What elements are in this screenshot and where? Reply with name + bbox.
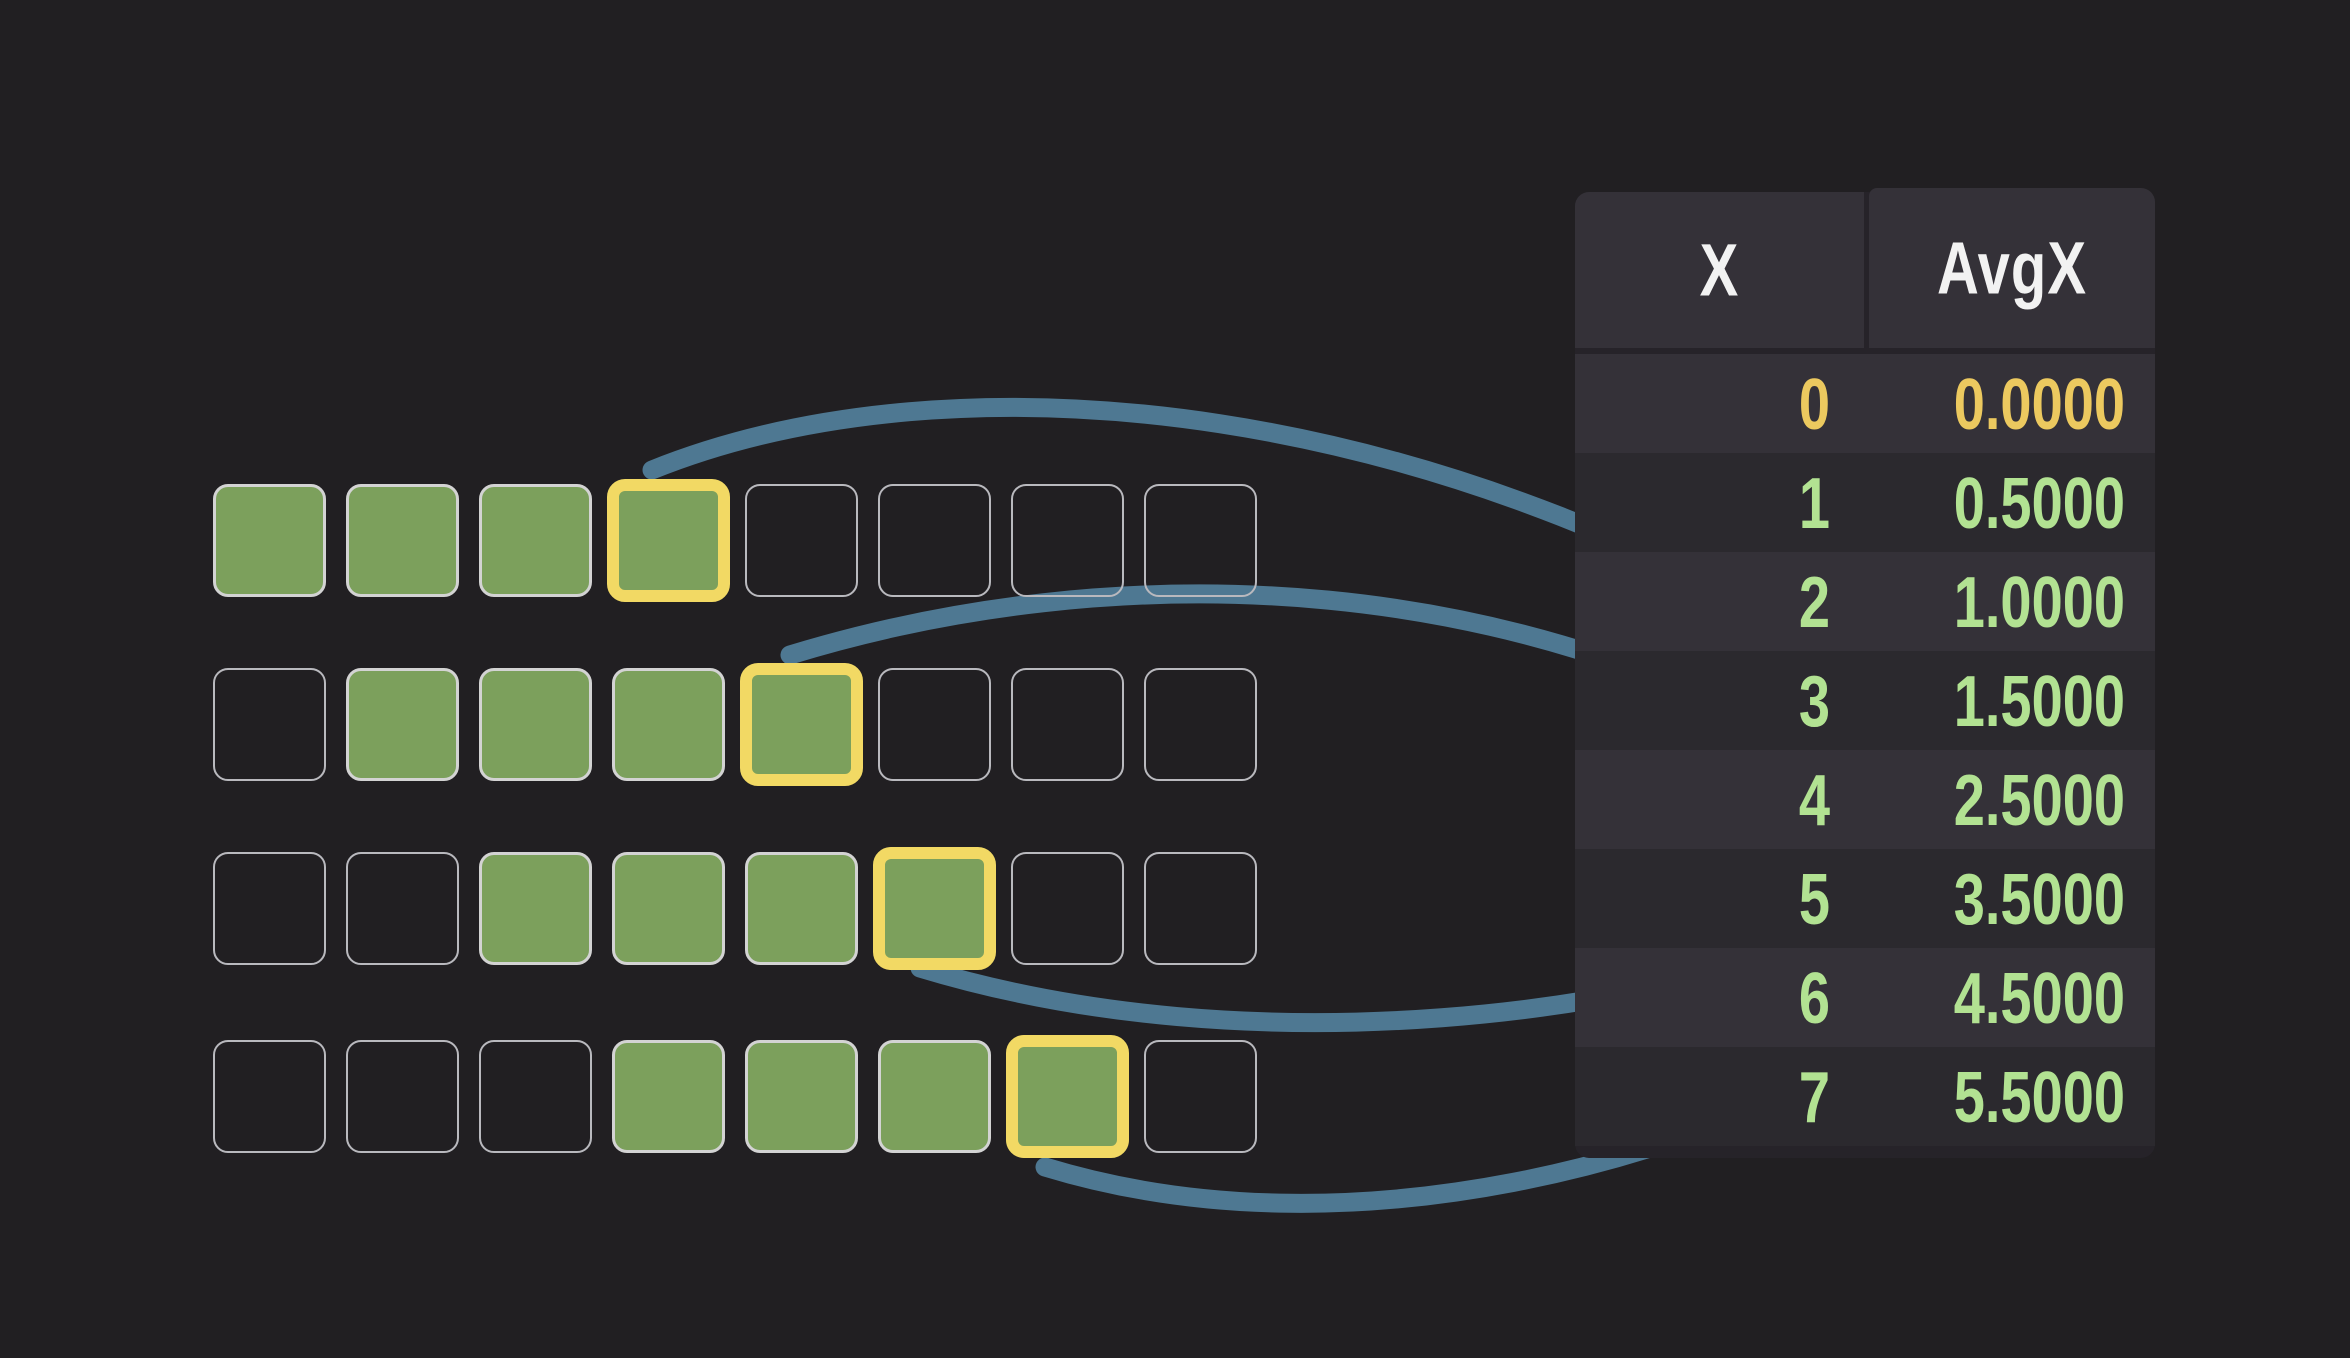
header-x-label: X xyxy=(1699,228,1740,312)
x-value: 7 xyxy=(1798,1055,1830,1138)
grid-cell-row3-col4-filled xyxy=(745,1040,858,1153)
x-value: 0 xyxy=(1798,362,1830,445)
avgx-value: 2.5000 xyxy=(1953,758,2125,841)
avgx-value: 5.5000 xyxy=(1953,1055,2125,1138)
table-row-x4: 4 2.5000 xyxy=(1575,750,2155,849)
cell-x-6: 6 xyxy=(1575,948,1864,1047)
x-value: 3 xyxy=(1798,659,1830,742)
avgx-value: 0.0000 xyxy=(1953,362,2125,445)
x-value: 6 xyxy=(1798,956,1830,1039)
grid-cell-row1-col7-empty xyxy=(1144,668,1257,781)
grid-cell-row0-col5-empty xyxy=(878,484,991,597)
cell-x-5: 5 xyxy=(1575,849,1864,948)
cell-x-1: 1 xyxy=(1575,453,1864,552)
grid-cell-row0-col1-filled xyxy=(346,484,459,597)
cell-avgx-5: 3.5000 xyxy=(1864,849,2155,948)
x-value: 5 xyxy=(1798,857,1830,940)
grid-cell-row1-col6-empty xyxy=(1011,668,1124,781)
cell-avgx-6: 4.5000 xyxy=(1864,948,2155,1047)
cell-x-4: 4 xyxy=(1575,750,1864,849)
cell-x-3: 3 xyxy=(1575,651,1864,750)
avgx-value: 0.5000 xyxy=(1953,461,2125,544)
grid-cell-row2-col3-filled xyxy=(612,852,725,965)
table-row-x6: 6 4.5000 xyxy=(1575,948,2155,1047)
grid-cell-row2-col2-filled xyxy=(479,852,592,965)
table-row-x0: 0 0.0000 xyxy=(1575,354,2155,453)
table-row-x2: 2 1.0000 xyxy=(1575,552,2155,651)
grid-cell-row1-col4-highlighted xyxy=(740,663,863,786)
cell-avgx-0: 0.0000 xyxy=(1864,354,2155,453)
grid-cell-row1-col5-empty xyxy=(878,668,991,781)
x-value: 2 xyxy=(1798,560,1830,643)
table-body: 0 0.0000 1 0.5000 2 1.0000 3 1.5000 4 2.5000 5 3.50… xyxy=(1575,354,2155,1146)
grid-cell-row3-col7-empty xyxy=(1144,1040,1257,1153)
cell-avgx-7: 5.5000 xyxy=(1864,1047,2155,1146)
cell-avgx-3: 1.5000 xyxy=(1864,651,2155,750)
cell-avgx-4: 2.5000 xyxy=(1864,750,2155,849)
header-avgx-label: AvgX xyxy=(1936,226,2088,310)
table-header-avgx: AvgX xyxy=(1869,188,2155,348)
grid-cell-row3-col2-empty xyxy=(479,1040,592,1153)
grid-cell-row2-col1-empty xyxy=(346,852,459,965)
table-row-x5: 5 3.5000 xyxy=(1575,849,2155,948)
grid-cell-row2-col0-empty xyxy=(213,852,326,965)
grid-cell-row0-col2-filled xyxy=(479,484,592,597)
avgx-value: 1.5000 xyxy=(1953,659,2125,742)
cell-x-2: 2 xyxy=(1575,552,1864,651)
avg-table-panel: X AvgX 0 0.0000 1 0.5000 2 1.0000 3 1.5000 4 2.50… xyxy=(1575,188,2155,1158)
table-header-x: X xyxy=(1575,192,1864,348)
grid-cell-row2-col4-filled xyxy=(745,852,858,965)
table-header-row: X AvgX xyxy=(1575,188,2155,348)
avgx-value: 3.5000 xyxy=(1953,857,2125,940)
grid-cell-row0-col6-empty xyxy=(1011,484,1124,597)
grid-cell-row1-col2-filled xyxy=(479,668,592,781)
grid-cell-row3-col1-empty xyxy=(346,1040,459,1153)
table-row-x7: 7 5.5000 xyxy=(1575,1047,2155,1146)
table-row-x1: 1 0.5000 xyxy=(1575,453,2155,552)
grid-cell-row3-col3-filled xyxy=(612,1040,725,1153)
cell-x-0: 0 xyxy=(1575,354,1864,453)
grid-cell-row0-col7-empty xyxy=(1144,484,1257,597)
x-value: 1 xyxy=(1798,461,1830,544)
x-value: 4 xyxy=(1798,758,1830,841)
cell-x-7: 7 xyxy=(1575,1047,1864,1146)
grid-cell-row2-col5-highlighted xyxy=(873,847,996,970)
grid-cell-row1-col1-filled xyxy=(346,668,459,781)
grid-cell-row3-col6-highlighted xyxy=(1006,1035,1129,1158)
grid-cell-row3-col0-empty xyxy=(213,1040,326,1153)
grid-cell-row0-col4-empty xyxy=(745,484,858,597)
grid-cell-row1-col3-filled xyxy=(612,668,725,781)
grid-cell-row0-col3-highlighted xyxy=(607,479,730,602)
avgx-value: 1.0000 xyxy=(1953,560,2125,643)
cell-avgx-1: 0.5000 xyxy=(1864,453,2155,552)
table-row-x3: 3 1.5000 xyxy=(1575,651,2155,750)
grid-cell-row2-col7-empty xyxy=(1144,852,1257,965)
grid-cell-row2-col6-empty xyxy=(1011,852,1124,965)
grid-cell-row1-col0-empty xyxy=(213,668,326,781)
cell-avgx-2: 1.0000 xyxy=(1864,552,2155,651)
avgx-value: 4.5000 xyxy=(1953,956,2125,1039)
grid-cell-row0-col0-filled xyxy=(213,484,326,597)
grid-cell-row3-col5-filled xyxy=(878,1040,991,1153)
